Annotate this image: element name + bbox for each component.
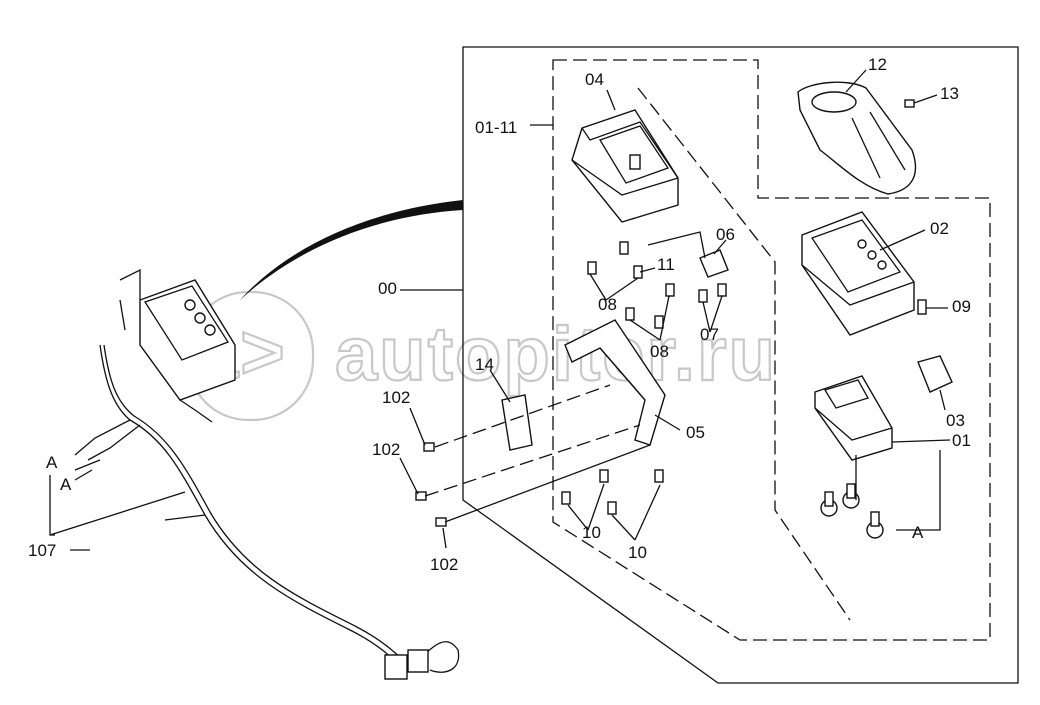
harness-wire: [74, 344, 460, 680]
label-102-b: 102: [372, 440, 400, 459]
subassembly-01-11-boundary: [552, 59, 991, 641]
part-labels: 01-11 04 12 13 02 06 11 08 07 08 09 03 0…: [28, 55, 971, 574]
leader-lines: [49, 69, 951, 551]
label-00: 00: [378, 279, 397, 298]
label-06: 06: [716, 225, 735, 244]
part-04-housing: [571, 109, 679, 223]
label-10-a: 10: [582, 523, 601, 542]
label-08-a: 08: [598, 295, 617, 314]
label-14: 14: [475, 355, 494, 374]
label-A-2: A: [60, 475, 72, 494]
main-leader-curve: [240, 200, 463, 300]
label-A-1: A: [46, 453, 58, 472]
assembly-boundary: [462, 46, 1019, 684]
label-12: 12: [868, 55, 887, 74]
label-01: 01: [952, 431, 971, 450]
label-04: 04: [585, 70, 604, 89]
label-10-b: 10: [628, 543, 647, 562]
label-A-3: A: [912, 523, 924, 542]
part-14-plate: [501, 394, 533, 451]
watermark-text: autopiter.ru: [335, 312, 777, 397]
label-03: 03: [946, 411, 965, 430]
label-01-11: 01-11: [475, 118, 517, 137]
alignment-lines: [424, 384, 651, 523]
part-01-module: [814, 375, 893, 461]
label-09: 09: [952, 297, 971, 316]
label-11: 11: [657, 255, 675, 274]
fasteners: [415, 99, 927, 539]
label-07: 07: [700, 325, 719, 344]
label-102-a: 102: [382, 388, 410, 407]
part-06-clip: [699, 249, 729, 278]
label-102-c: 102: [430, 555, 458, 574]
part-03-bracket: [917, 355, 953, 393]
label-107: 107: [28, 541, 56, 560]
harness-controller-body: [119, 268, 236, 423]
part-02-panel: [801, 211, 915, 336]
part-12-cover: [797, 81, 917, 195]
label-08-b: 08: [650, 342, 669, 361]
part-05-bracket: [564, 319, 666, 446]
label-02: 02: [930, 219, 949, 238]
label-05: 05: [686, 423, 705, 442]
subassembly-02-boundary: [637, 87, 851, 621]
label-13: 13: [940, 84, 959, 103]
